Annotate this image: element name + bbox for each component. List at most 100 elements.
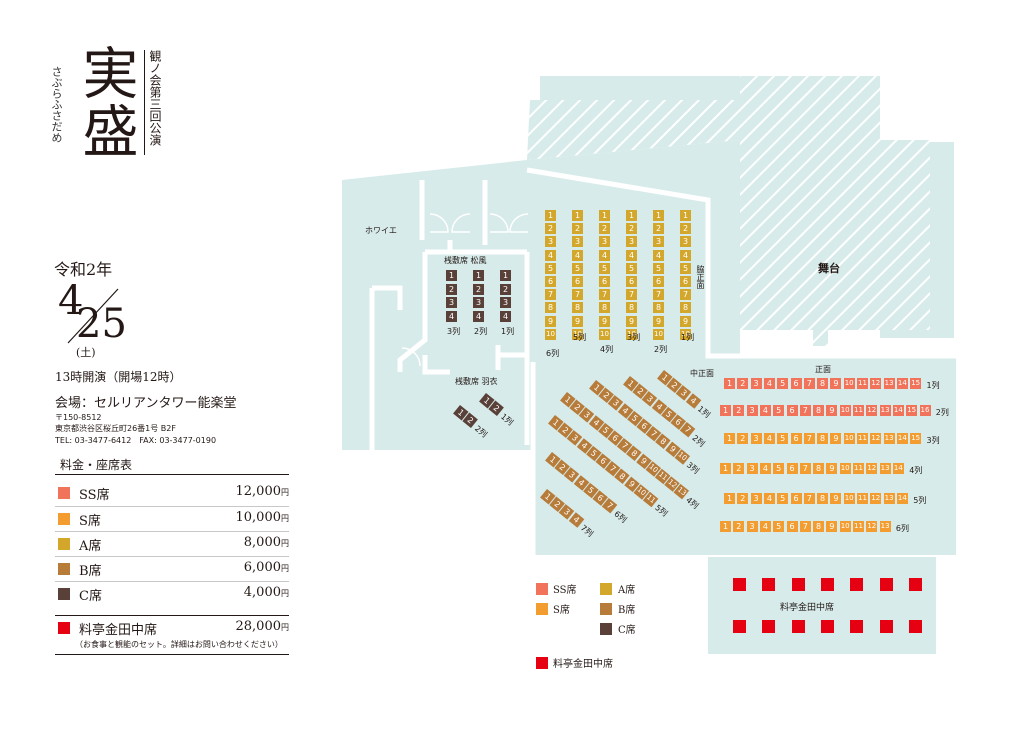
waki-seat: 5	[626, 262, 637, 274]
kanda-seat	[791, 620, 805, 633]
waki-seat: 3	[626, 236, 637, 248]
kanda-seat	[762, 578, 776, 591]
price-swatch	[58, 622, 70, 634]
waki-seat: 1	[572, 210, 583, 221]
matsukaze-seat: 4	[500, 310, 511, 322]
shomen-seat: 6	[786, 521, 798, 532]
shomen-seat: 3	[750, 433, 762, 444]
date-slash-icon	[67, 288, 119, 344]
shomen-seat: 9	[826, 463, 838, 474]
shomen-seat: 2	[733, 463, 745, 474]
shomen-seat: 8	[813, 521, 825, 532]
kanda-seat	[820, 578, 834, 591]
kanda-seat	[850, 620, 864, 633]
waki-seat: 4	[680, 249, 691, 261]
kanda-seat	[879, 578, 893, 591]
matsukaze-seat: 4	[473, 310, 484, 322]
waki-seat: 4	[653, 249, 664, 261]
legend-kanda-label: 料亭金田中席	[553, 659, 613, 670]
shomen-seat: 1	[720, 463, 731, 474]
matsukaze-seat: 3	[500, 297, 511, 308]
shomen-seat: 9	[830, 433, 842, 444]
waki-seat: 9	[545, 315, 556, 327]
waki-seat: 1	[545, 210, 556, 221]
page-title: 実盛	[73, 44, 138, 160]
waki-seat: 8	[626, 302, 637, 314]
shomen-seat: 1	[724, 433, 735, 444]
shomen-seat: 6	[786, 405, 798, 416]
floor-areas	[342, 76, 956, 654]
waki-seat: 9	[626, 315, 637, 327]
waki-seat: 3	[653, 236, 664, 248]
shomen-seat: 6	[790, 378, 802, 389]
venue-address: 東京都渋谷区桜丘町26番1号 B2F	[55, 424, 176, 433]
shomen-row-label: 5列	[913, 496, 927, 505]
waki-seat: 5	[545, 262, 556, 274]
shomen-seat: 3	[750, 378, 762, 389]
waki-seat: 10	[653, 328, 664, 340]
price-value: 28,000円	[236, 619, 290, 634]
shomen-seat: 9	[830, 378, 842, 389]
shomen-seat: 1	[720, 405, 731, 416]
waki-seat: 2	[572, 223, 583, 235]
shomen-seat: 5	[777, 493, 789, 504]
shomen-seat: 12	[866, 405, 878, 416]
shomen-seat: 6	[790, 433, 802, 444]
price-table-bottom-rule	[55, 654, 289, 655]
naka-shomen-label: 中正面	[690, 369, 714, 378]
shomen-seat: 5	[777, 378, 789, 389]
legend-a-swatch	[600, 583, 612, 595]
matsukaze-row-label: 1列	[501, 327, 515, 336]
matsukaze-label: 桟敷席 松風	[444, 256, 487, 265]
kanda-room-label: 料亭金田中席	[780, 603, 835, 613]
shomen-seat: 8	[817, 433, 829, 444]
shomen-seat: 15	[910, 378, 922, 389]
waki-seat: 2	[626, 223, 637, 235]
shomen-seat: 7	[799, 405, 811, 416]
waki-seat: 2	[599, 223, 610, 235]
waki-seat: 3	[680, 236, 691, 248]
shomen-seat: 2	[737, 493, 749, 504]
shomen-row-label: 6列	[895, 524, 909, 533]
shomen-seat: 12	[866, 521, 878, 532]
price-amount: 12,000	[235, 484, 282, 499]
waki-seat: 7	[680, 289, 691, 301]
shomen-seat: 16	[919, 405, 931, 416]
waki-seat: 10	[626, 328, 637, 340]
waki-seat: 5	[572, 262, 583, 274]
waki-seat: 6	[653, 276, 664, 287]
shomen-seat: 15	[906, 405, 918, 416]
waki-seat: 5	[680, 262, 691, 274]
waki-seat: 9	[680, 315, 691, 327]
shomen-seat: 5	[773, 463, 785, 474]
kanda-seat	[908, 620, 922, 633]
venue-name: 会場：セルリアンタワー能楽堂	[55, 396, 237, 411]
legend-s-swatch	[536, 603, 548, 615]
shomen-seat: 9	[830, 493, 842, 504]
kanda-seat	[733, 578, 746, 591]
matsukaze-seat: 1	[473, 270, 484, 281]
waki-seat: 3	[572, 236, 583, 248]
price-unit: 円	[281, 564, 289, 573]
shomen-seat: 3	[750, 493, 762, 504]
waki-seat: 6	[545, 276, 556, 287]
shomen-seat: 14	[896, 378, 908, 389]
shomen-seat: 1	[724, 378, 735, 389]
waki-seat: 9	[572, 315, 583, 327]
stage-label: 舞台	[818, 262, 840, 275]
price-table-top-rule	[55, 474, 289, 475]
shomen-seat: 13	[883, 378, 895, 389]
shomen-seat: 6	[790, 493, 802, 504]
legend-b-swatch	[600, 603, 612, 615]
waki-seat: 2	[680, 223, 691, 235]
legend-s-label: S席	[553, 605, 570, 616]
shomen-seat: 9	[826, 405, 838, 416]
shomen-seat: 4	[763, 378, 775, 389]
matsukaze-seat: 3	[446, 297, 457, 308]
price-name: C席	[79, 589, 102, 604]
shomen-seat: 10	[839, 463, 851, 474]
